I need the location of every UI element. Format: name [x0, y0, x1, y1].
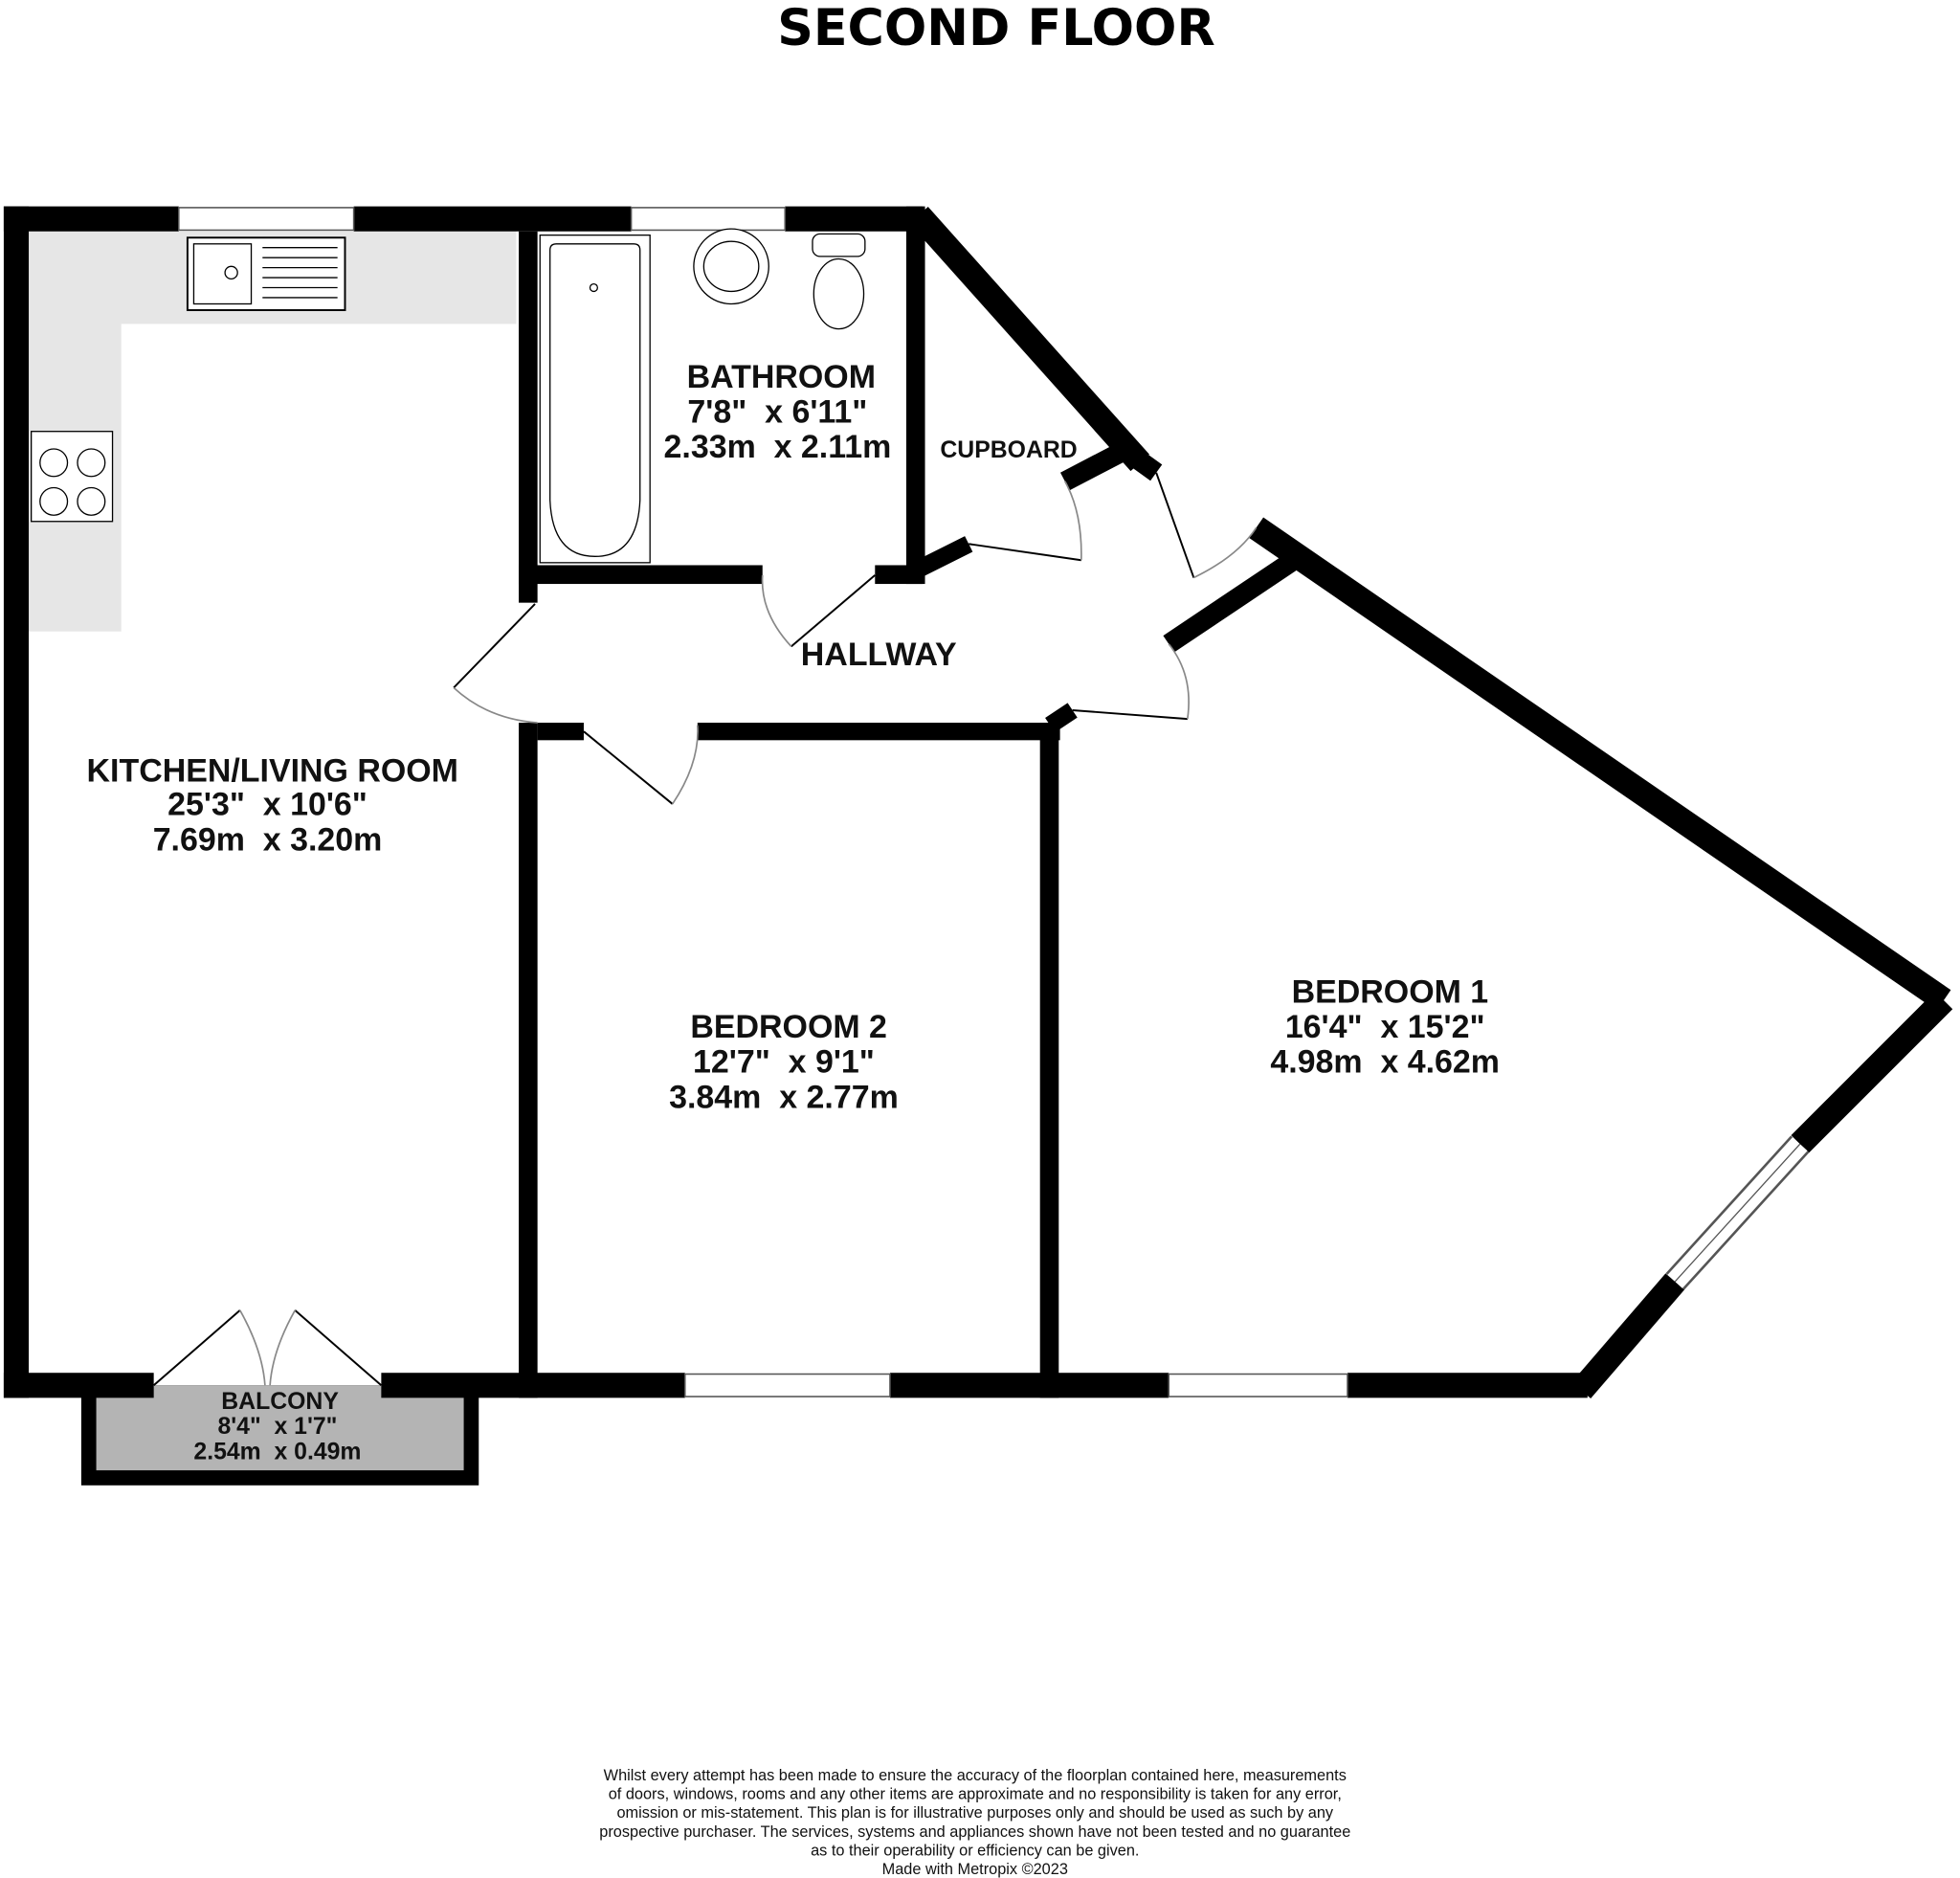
room-name: BEDROOM 2 — [690, 1009, 887, 1045]
room-bathroom: BATHROOM 7'8" x 6'11" 2.33m x 2.11m — [664, 359, 892, 465]
balcony — [80, 1385, 479, 1486]
room-name: BALCONY — [221, 1389, 339, 1415]
room-size-imperial: 16'4" x 15'2" — [1285, 1009, 1485, 1045]
room-cupboard: CUPBOARD — [940, 437, 1077, 463]
disclaimer-line: as to their operability or efficiency ca… — [811, 1842, 1139, 1859]
room-kitchen-living: KITCHEN/LIVING ROOM 25'3" x 10'6" 7.69m … — [87, 752, 458, 858]
windows — [177, 207, 1810, 1397]
room-name: BATHROOM — [687, 359, 876, 395]
room-size-imperial: 25'3" x 10'6" — [167, 787, 368, 823]
room-size-imperial: 8'4" x 1'7" — [217, 1414, 337, 1440]
disclaimer-line: Whilst every attempt has been made to en… — [604, 1767, 1347, 1784]
room-balcony: BALCONY 8'4" x 1'7" 2.54m x 0.49m — [193, 1389, 361, 1464]
room-size-metric: 3.84m x 2.77m — [669, 1079, 899, 1115]
room-size-metric: 7.69m x 3.20m — [153, 821, 383, 858]
doors — [153, 472, 1258, 1387]
room-bedroom-1: BEDROOM 1 16'4" x 15'2" 4.98m x 4.62m — [1270, 974, 1500, 1081]
room-bedroom-2: BEDROOM 2 12'7" x 9'1" 3.84m x 2.77m — [669, 1009, 899, 1115]
room-hallway: HALLWAY — [801, 637, 957, 673]
basin-icon — [693, 228, 769, 305]
room-name: BEDROOM 1 — [1292, 974, 1489, 1011]
room-size-metric: 2.33m x 2.11m — [664, 429, 892, 465]
room-size-imperial: 7'8" x 6'11" — [687, 394, 867, 431]
bath-icon — [539, 234, 651, 564]
walls — [3, 206, 1953, 1399]
room-size-metric: 4.98m x 4.62m — [1270, 1044, 1500, 1081]
disclaimer-line: prospective purchaser. The services, sys… — [599, 1823, 1350, 1841]
room-name: KITCHEN/LIVING ROOM — [87, 752, 458, 789]
made-with-credit: Made with Metropix ©2023 — [882, 1861, 1068, 1878]
floor-title: SECOND FLOOR — [777, 0, 1214, 57]
room-size-imperial: 12'7" x 9'1" — [693, 1044, 875, 1081]
disclaimer-line: omission or mis-statement. This plan is … — [616, 1804, 1333, 1822]
hob-icon — [30, 431, 114, 523]
room-size-metric: 2.54m x 0.49m — [193, 1439, 361, 1464]
sink-icon — [186, 236, 346, 311]
disclaimer: Whilst every attempt has been made to en… — [599, 1767, 1350, 1878]
disclaimer-line: of doors, windows, rooms and any other i… — [609, 1786, 1342, 1803]
toilet-icon — [812, 233, 866, 330]
